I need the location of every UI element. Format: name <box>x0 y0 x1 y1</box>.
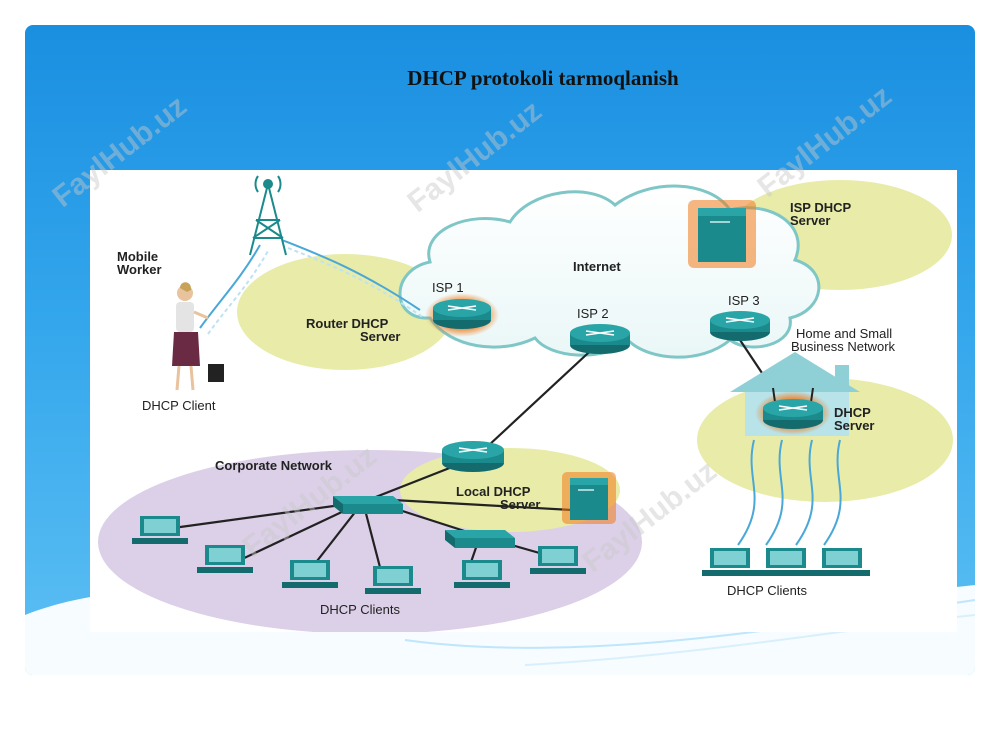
local-dhcp-server-icon <box>562 472 616 524</box>
cell-tower-icon <box>249 175 287 256</box>
label-local-dhcp-1: Local DHCP <box>456 484 531 499</box>
label-isp-dhcp-1: ISP DHCP <box>790 200 852 215</box>
label-router-dhcp-1: Router DHCP <box>306 316 389 331</box>
label-home-dhcp-1: DHCP <box>834 405 871 420</box>
label-isp-dhcp-2: Server <box>790 213 831 228</box>
label-dhcp-client: DHCP Client <box>142 398 216 413</box>
router-isp3 <box>710 311 770 341</box>
label-dhcp-clients-corporate: DHCP Clients <box>320 602 400 617</box>
router-home <box>755 387 831 435</box>
router-dhcp-zone <box>237 254 453 370</box>
router-isp2 <box>570 324 630 354</box>
pc-home-1 <box>702 548 758 576</box>
label-mobile-worker-2: Worker <box>117 262 162 277</box>
isp-dhcp-server-icon <box>688 200 756 268</box>
pc-corporate-5 <box>454 560 510 588</box>
network-diagram <box>98 175 953 632</box>
pc-home-3 <box>814 548 870 576</box>
switch-secondary <box>445 530 515 548</box>
label-mobile-worker-1: Mobile <box>117 249 159 264</box>
label-isp2: ISP 2 <box>577 306 609 321</box>
label-local-dhcp-2: Server <box>500 497 541 512</box>
pc-corporate-6 <box>530 546 586 574</box>
label-home-network-2: Business Network <box>791 339 896 354</box>
network-diagram-panel: Mobile Worker DHCP Client Internet ISP 1… <box>90 170 957 632</box>
pc-corporate-1 <box>132 516 188 544</box>
pc-corporate-3 <box>282 560 338 588</box>
label-isp3: ISP 3 <box>728 293 760 308</box>
router-isp1 <box>425 293 499 337</box>
pc-corporate-2 <box>197 545 253 573</box>
mobile-worker-icon <box>172 282 224 391</box>
label-home-network-1: Home and Small <box>796 326 893 341</box>
pc-corporate-4 <box>365 566 421 594</box>
switch-main <box>333 496 403 514</box>
slide-title: DHCP protokoli tarmoqlanish <box>407 66 679 90</box>
label-dhcp-clients-home: DHCP Clients <box>727 583 807 598</box>
label-router-dhcp-2: Server <box>360 329 401 344</box>
label-isp1: ISP 1 <box>432 280 464 295</box>
router-corporate <box>442 441 504 472</box>
label-internet: Internet <box>573 259 621 274</box>
label-corporate-network: Corporate Network <box>215 458 333 473</box>
pc-home-2 <box>758 548 814 576</box>
label-home-dhcp-2: Server <box>834 418 875 433</box>
wireless-signals <box>199 239 842 546</box>
